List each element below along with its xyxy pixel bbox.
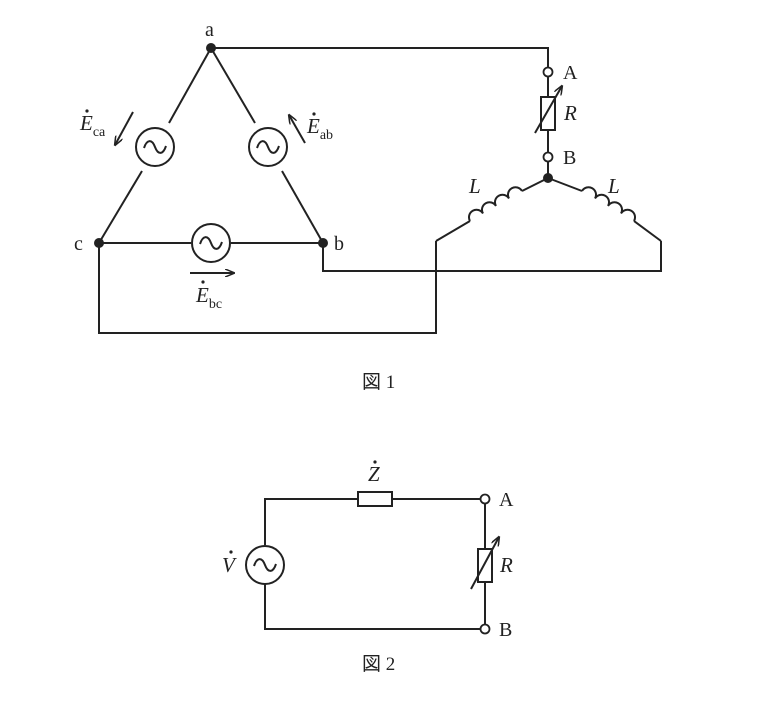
figure-2-caption: 図 2: [362, 654, 395, 675]
wire-top-left: [264, 498, 358, 545]
terminal-A-circle: [479, 493, 491, 505]
arrow-ca-icon: [115, 111, 134, 145]
source-bc: Ebc: [190, 223, 234, 312]
source-ca: Eca: [79, 109, 175, 167]
wire-b-to-load: [322, 241, 662, 272]
ac-source-icon: [199, 236, 223, 250]
delta-wires: [98, 47, 324, 244]
wire-c-to-load: [98, 241, 437, 334]
wire-a-to-A: [211, 47, 549, 68]
coil-icon: [581, 186, 636, 222]
source-V-label: V: [222, 553, 237, 577]
arrow-ab-icon: [289, 115, 306, 144]
terminal-A-label: A: [499, 489, 514, 511]
inductor-right: L: [547, 174, 662, 242]
ac-source-icon: [143, 140, 167, 154]
figure-1: Eca Eab Ebc a c b A: [74, 19, 662, 393]
terminal-B-label: B: [499, 619, 512, 641]
terminal-A-circle: [542, 66, 554, 78]
resistor-R-label: R: [563, 101, 577, 125]
ac-source-icon: [256, 140, 280, 154]
figure-1-caption: 図 1: [362, 372, 395, 393]
inductor-right-label: L: [607, 174, 620, 198]
impedance-Z-label: Z: [368, 462, 380, 486]
impedance-Z: [357, 491, 393, 507]
terminal-A-label: A: [563, 62, 578, 84]
terminal-B-label: B: [563, 147, 576, 169]
node-c-label: c: [74, 233, 83, 255]
resistor-R-label: R: [499, 553, 513, 577]
source-ca-symbol: Eca: [79, 111, 106, 140]
node-b-label: b: [334, 233, 344, 255]
variable-arrow-icon: [470, 537, 499, 590]
coil-icon: [468, 186, 523, 222]
node-a-label: a: [205, 19, 214, 41]
ac-source-icon: [253, 558, 277, 572]
terminal-B-circle: [542, 151, 554, 163]
source-bc-symbol: Ebc: [195, 283, 222, 312]
wire-bottom: [264, 584, 480, 630]
inductor-left-label: L: [468, 174, 481, 198]
source-ab: Eab: [248, 112, 333, 167]
variable-arrow-icon: [534, 86, 562, 134]
inductor-left: L: [435, 174, 549, 242]
source-ab-symbol: Eab: [306, 114, 333, 143]
figure-2: Z V A B R 図 2: [222, 460, 514, 675]
terminal-B-circle: [479, 623, 491, 635]
